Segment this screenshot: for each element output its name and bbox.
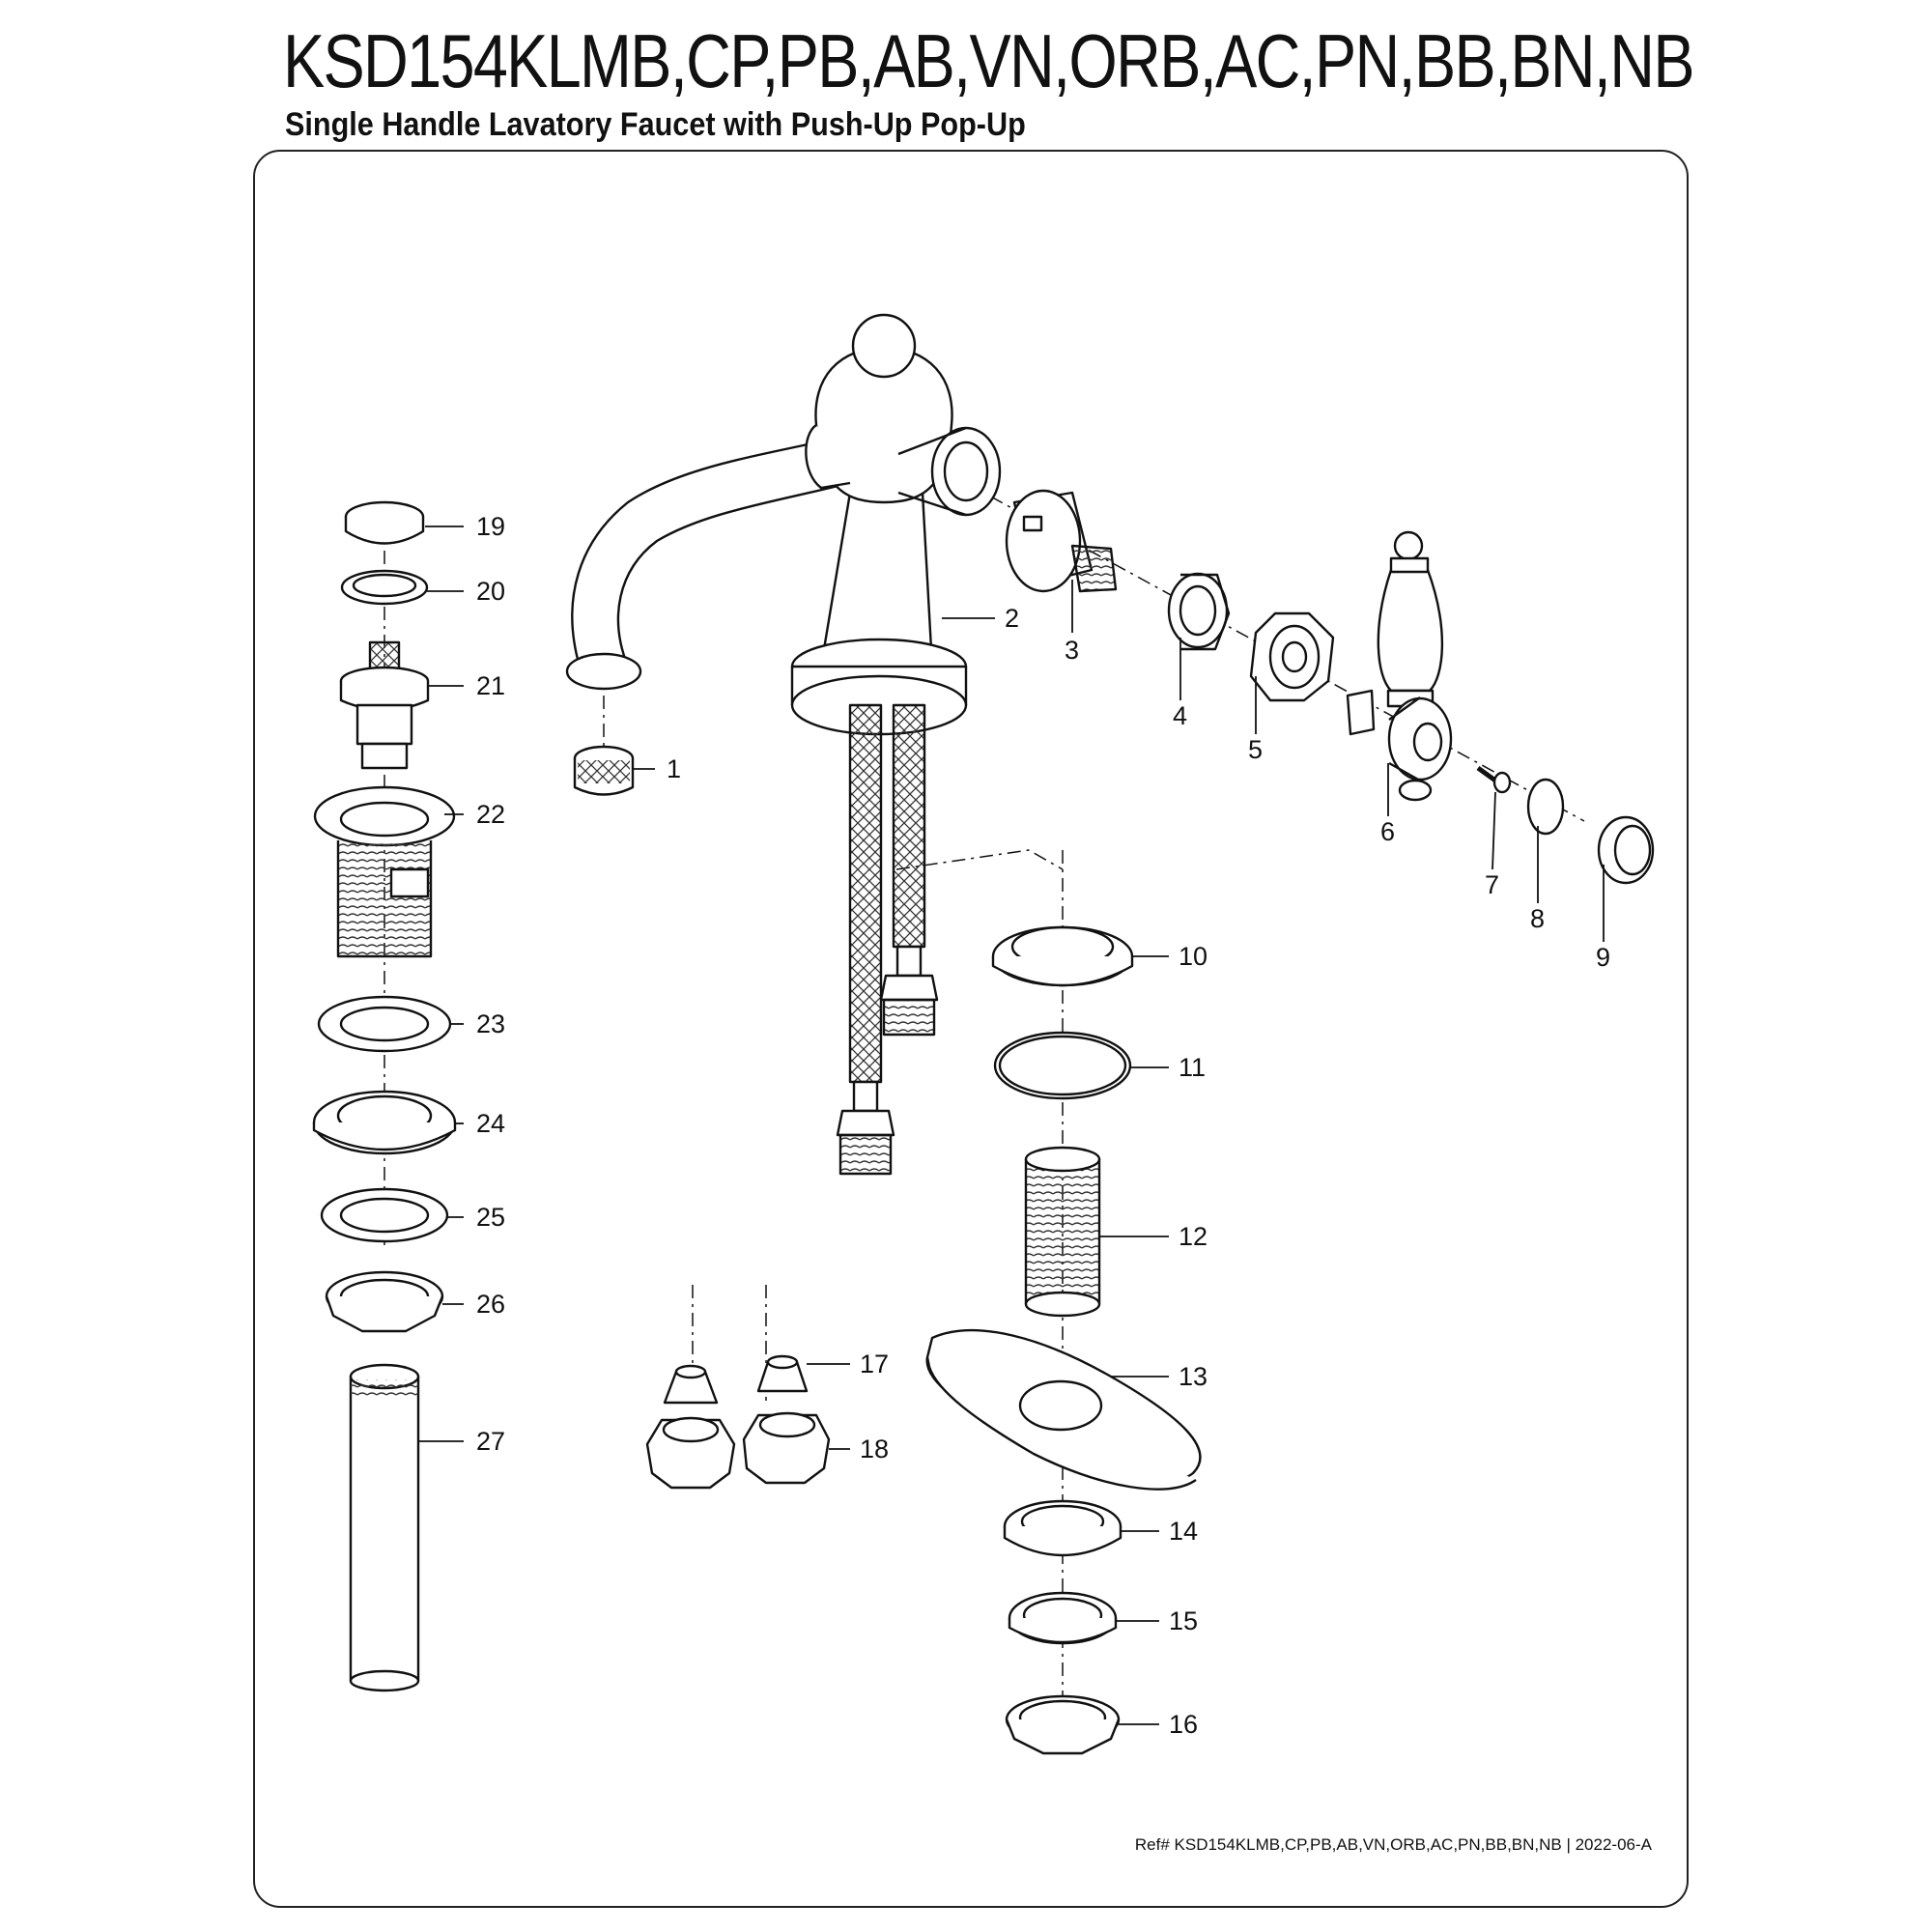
part-label-20: 20 (476, 577, 505, 606)
part-label-7: 7 (1485, 870, 1499, 899)
gasket-23 (317, 995, 452, 1053)
drain-lock-nut (325, 1270, 444, 1333)
part-labels: 19 20 21 22 23 24 25 26 27 1 2 3 4 5 6 7… (476, 512, 1610, 1739)
drain-body (313, 785, 456, 958)
trim-ring (1597, 815, 1655, 885)
compression-sleeves (663, 1354, 809, 1405)
threaded-shank (1024, 1146, 1101, 1318)
popup-seal (340, 569, 429, 606)
part-label-4: 4 (1173, 701, 1187, 730)
part-label-19: 19 (476, 512, 505, 541)
page-subtitle: Single Handle Lavatory Faucet with Push-… (285, 106, 1026, 143)
flange-washer (312, 1090, 457, 1155)
reference-footer: Ref# KSD154KLMB,CP,PB,AB,VN,ORB,AC,PN,BB… (1134, 1835, 1652, 1854)
leader-lines (418, 526, 1605, 1725)
part-label-12: 12 (1179, 1222, 1208, 1251)
part-label-5: 5 (1248, 735, 1263, 764)
part-label-2: 2 (1005, 604, 1019, 633)
part-label-6: 6 (1380, 817, 1395, 846)
deck-plate (925, 1328, 1202, 1491)
part-label-22: 22 (476, 800, 505, 829)
part-label-8: 8 (1530, 904, 1545, 933)
gasket-25 (320, 1187, 449, 1243)
part-label-3: 3 (1065, 636, 1079, 665)
part-label-18: 18 (860, 1435, 889, 1463)
part-label-17: 17 (860, 1350, 889, 1378)
page-title: KSD154KLMB,CP,PB,AB,VN,ORB,AC,PN,BB,BN,N… (283, 18, 1695, 103)
handle-screw (1476, 765, 1512, 794)
bonnet-ring (1167, 572, 1231, 651)
part-label-23: 23 (476, 1009, 505, 1038)
o-ring (993, 1031, 1132, 1100)
compression-nuts (645, 1411, 831, 1490)
part-label-27: 27 (476, 1427, 505, 1456)
part-label-24: 24 (476, 1109, 505, 1138)
popup-stopper (339, 640, 430, 770)
washer-14 (1003, 1499, 1122, 1557)
lever-handle (1346, 530, 1453, 802)
part-label-14: 14 (1169, 1517, 1198, 1546)
aerator (573, 745, 635, 796)
part-label-21: 21 (476, 671, 505, 700)
part-label-26: 26 (476, 1290, 505, 1319)
part-label-16: 16 (1169, 1710, 1198, 1739)
faucet-body (565, 313, 1002, 1176)
mounting-ring (991, 925, 1134, 987)
hex-nut (1249, 611, 1335, 702)
cartridge (1005, 489, 1118, 593)
diagram-frame (253, 150, 1689, 1908)
part-label-25: 25 (476, 1203, 505, 1232)
washer-15 (1008, 1591, 1118, 1645)
part-label-13: 13 (1179, 1362, 1208, 1391)
part-label-9: 9 (1596, 943, 1610, 972)
part-label-11: 11 (1179, 1053, 1206, 1082)
popup-cap (344, 500, 425, 545)
part-label-15: 15 (1169, 1606, 1198, 1635)
part-label-10: 10 (1179, 942, 1208, 971)
part-label-1: 1 (667, 754, 681, 783)
tailpiece (349, 1363, 420, 1692)
cap-disc (1526, 778, 1565, 836)
lock-nut-16 (1005, 1694, 1121, 1755)
